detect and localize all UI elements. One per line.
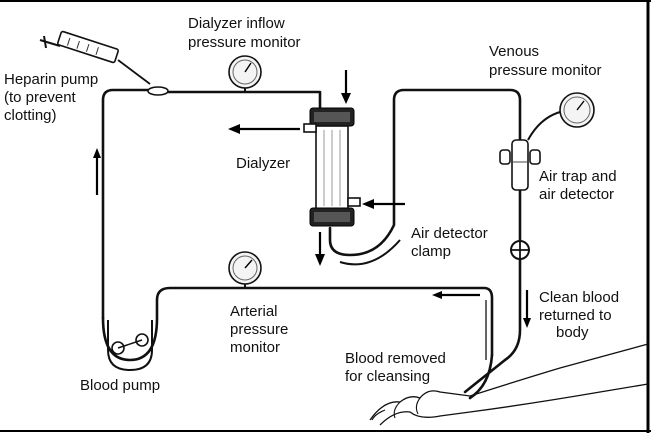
arterial-gauge-icon [228,251,262,288]
label-clean-blood-3: body [556,324,589,341]
syringe-icon [39,30,169,96]
clamp-icon [510,240,530,260]
label-arterial-1: Arterial [230,303,278,320]
venous-gauge-icon [527,92,595,141]
flow-arrow-down-return [523,290,531,328]
dialyzer-cartridge-icon [303,107,361,227]
roller-pump-icon [107,320,153,372]
air-detector-clamp-arc [339,239,401,266]
tube-arterial-to-arm [468,353,494,400]
label-venous-1: Venous [489,43,539,60]
dialyzer-inflow-gauge-icon [228,55,262,92]
hand-arm-icon [369,343,649,426]
flow-arrow-left-bottom [432,291,480,299]
label-clean-blood-1: Clean blood [539,289,619,306]
label-heparin-3: clotting) [4,107,57,124]
label-venous-2: pressure monitor [489,62,602,79]
label-arterial-3: monitor [230,339,280,356]
blood-out-arrow-bottom [315,232,325,266]
label-air-clamp-2: clamp [411,243,451,260]
air-trap-icon [499,139,541,191]
label-heparin-1: Heparin pump [4,71,98,88]
tube-dialyzer-to-venous [328,88,522,257]
dialysate-in-arrow [362,199,405,209]
label-dialyzer: Dialyzer [236,155,290,172]
label-air-trap-2: air detector [539,186,614,203]
label-dialyzer-inflow-1: Dialyzer inflow [188,15,285,32]
blood-in-arrow-top [341,70,351,104]
label-blood-removed-2: for cleansing [345,368,430,385]
tube-top [166,90,322,112]
flow-arrow-up [93,148,101,195]
tube-left-vertical [101,88,150,320]
tube-venous-return [463,188,522,394]
label-dialyzer-inflow-2: pressure monitor [188,34,301,51]
label-blood-removed-1: Blood removed [345,350,446,367]
tube-pump-loop [101,286,494,362]
label-heparin-2: (to prevent [4,89,77,106]
label-clean-blood-2: returned to [539,307,612,324]
dialysate-out-arrow [228,124,300,134]
label-air-clamp-1: Air detector [411,225,488,242]
label-arterial-2: pressure [230,321,288,338]
label-blood-pump: Blood pump [80,377,160,394]
label-air-trap-1: Air trap and [539,168,617,185]
